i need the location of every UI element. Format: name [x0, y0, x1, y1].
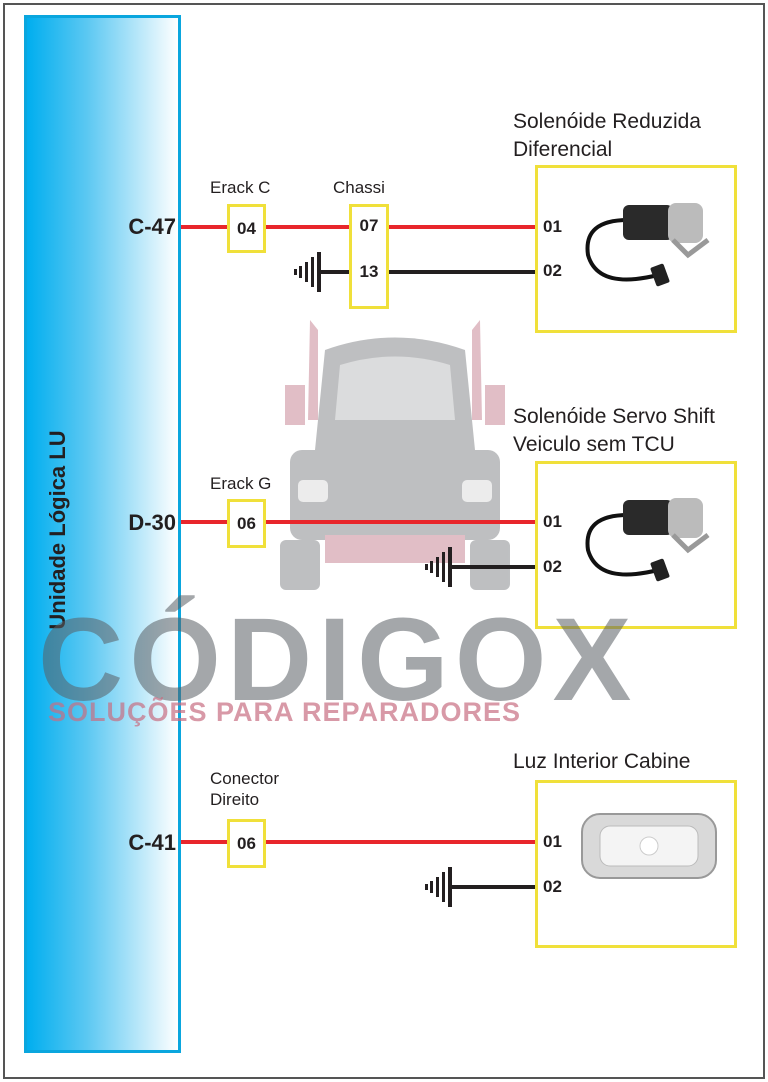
component-pin: 02 — [543, 557, 562, 576]
ground-wire-d30 — [452, 565, 536, 569]
connector-pin: 07 — [359, 216, 379, 235]
connector-label-erack-g: Erack G — [210, 474, 272, 493]
component-title: Solenóide Servo Shift Veiculo sem TCU — [513, 403, 715, 459]
title-line: Solenóide Reduzida — [513, 110, 701, 133]
component-title: Luz Interior Cabine — [513, 750, 691, 773]
connector-erack-g: 06 — [227, 499, 266, 548]
component-solenoid-reduzida — [535, 165, 737, 333]
connector-direito: 06 — [227, 819, 266, 868]
connector-label-direito: Conector Direito — [210, 768, 279, 810]
title-line: Solenóide Servo Shift — [513, 405, 715, 428]
logic-unit-label: Unidade Lógica LU — [45, 430, 70, 630]
page-frame — [3, 3, 765, 1079]
component-solenoid-servo-shift — [535, 461, 737, 629]
component-pin: 02 — [543, 877, 562, 896]
unit-pin-d30: D-30 — [128, 510, 176, 535]
component-pin: 01 — [543, 832, 562, 851]
connector-erack-c: 04 — [227, 204, 266, 253]
component-pin: 02 — [543, 261, 562, 280]
title-line: Diferencial — [513, 138, 613, 161]
solenoid-image — [585, 203, 710, 287]
title-line: Veiculo sem TCU — [513, 433, 675, 456]
connector-chassi: 07 13 — [349, 204, 389, 309]
ground-icon — [294, 252, 321, 292]
component-pin: 01 — [543, 217, 562, 236]
connector-label-chassi: Chassi — [333, 178, 385, 197]
component-title: Solenóide Reduzida Diferencial — [513, 108, 701, 164]
label-line: Conector — [210, 769, 279, 788]
unit-pin-c47: C-47 — [128, 214, 176, 239]
label-line: Direito — [210, 790, 260, 809]
power-wire-c41 — [181, 840, 536, 844]
ground-wire-c47 — [320, 270, 536, 274]
ground-icon — [425, 547, 452, 587]
ground-icon — [425, 867, 452, 907]
connector-label-erack-c: Erack C — [210, 178, 271, 197]
component-cabin-light — [535, 780, 737, 948]
ground-wire-c41 — [452, 885, 536, 889]
power-wire-d30 — [181, 520, 536, 524]
component-pin: 01 — [543, 512, 562, 531]
logic-unit-panel — [24, 15, 181, 1053]
unit-pin-c41: C-41 — [128, 830, 176, 855]
solenoid-image — [585, 498, 710, 582]
cabin-light-image — [581, 813, 717, 879]
connector-pin: 13 — [359, 262, 379, 281]
